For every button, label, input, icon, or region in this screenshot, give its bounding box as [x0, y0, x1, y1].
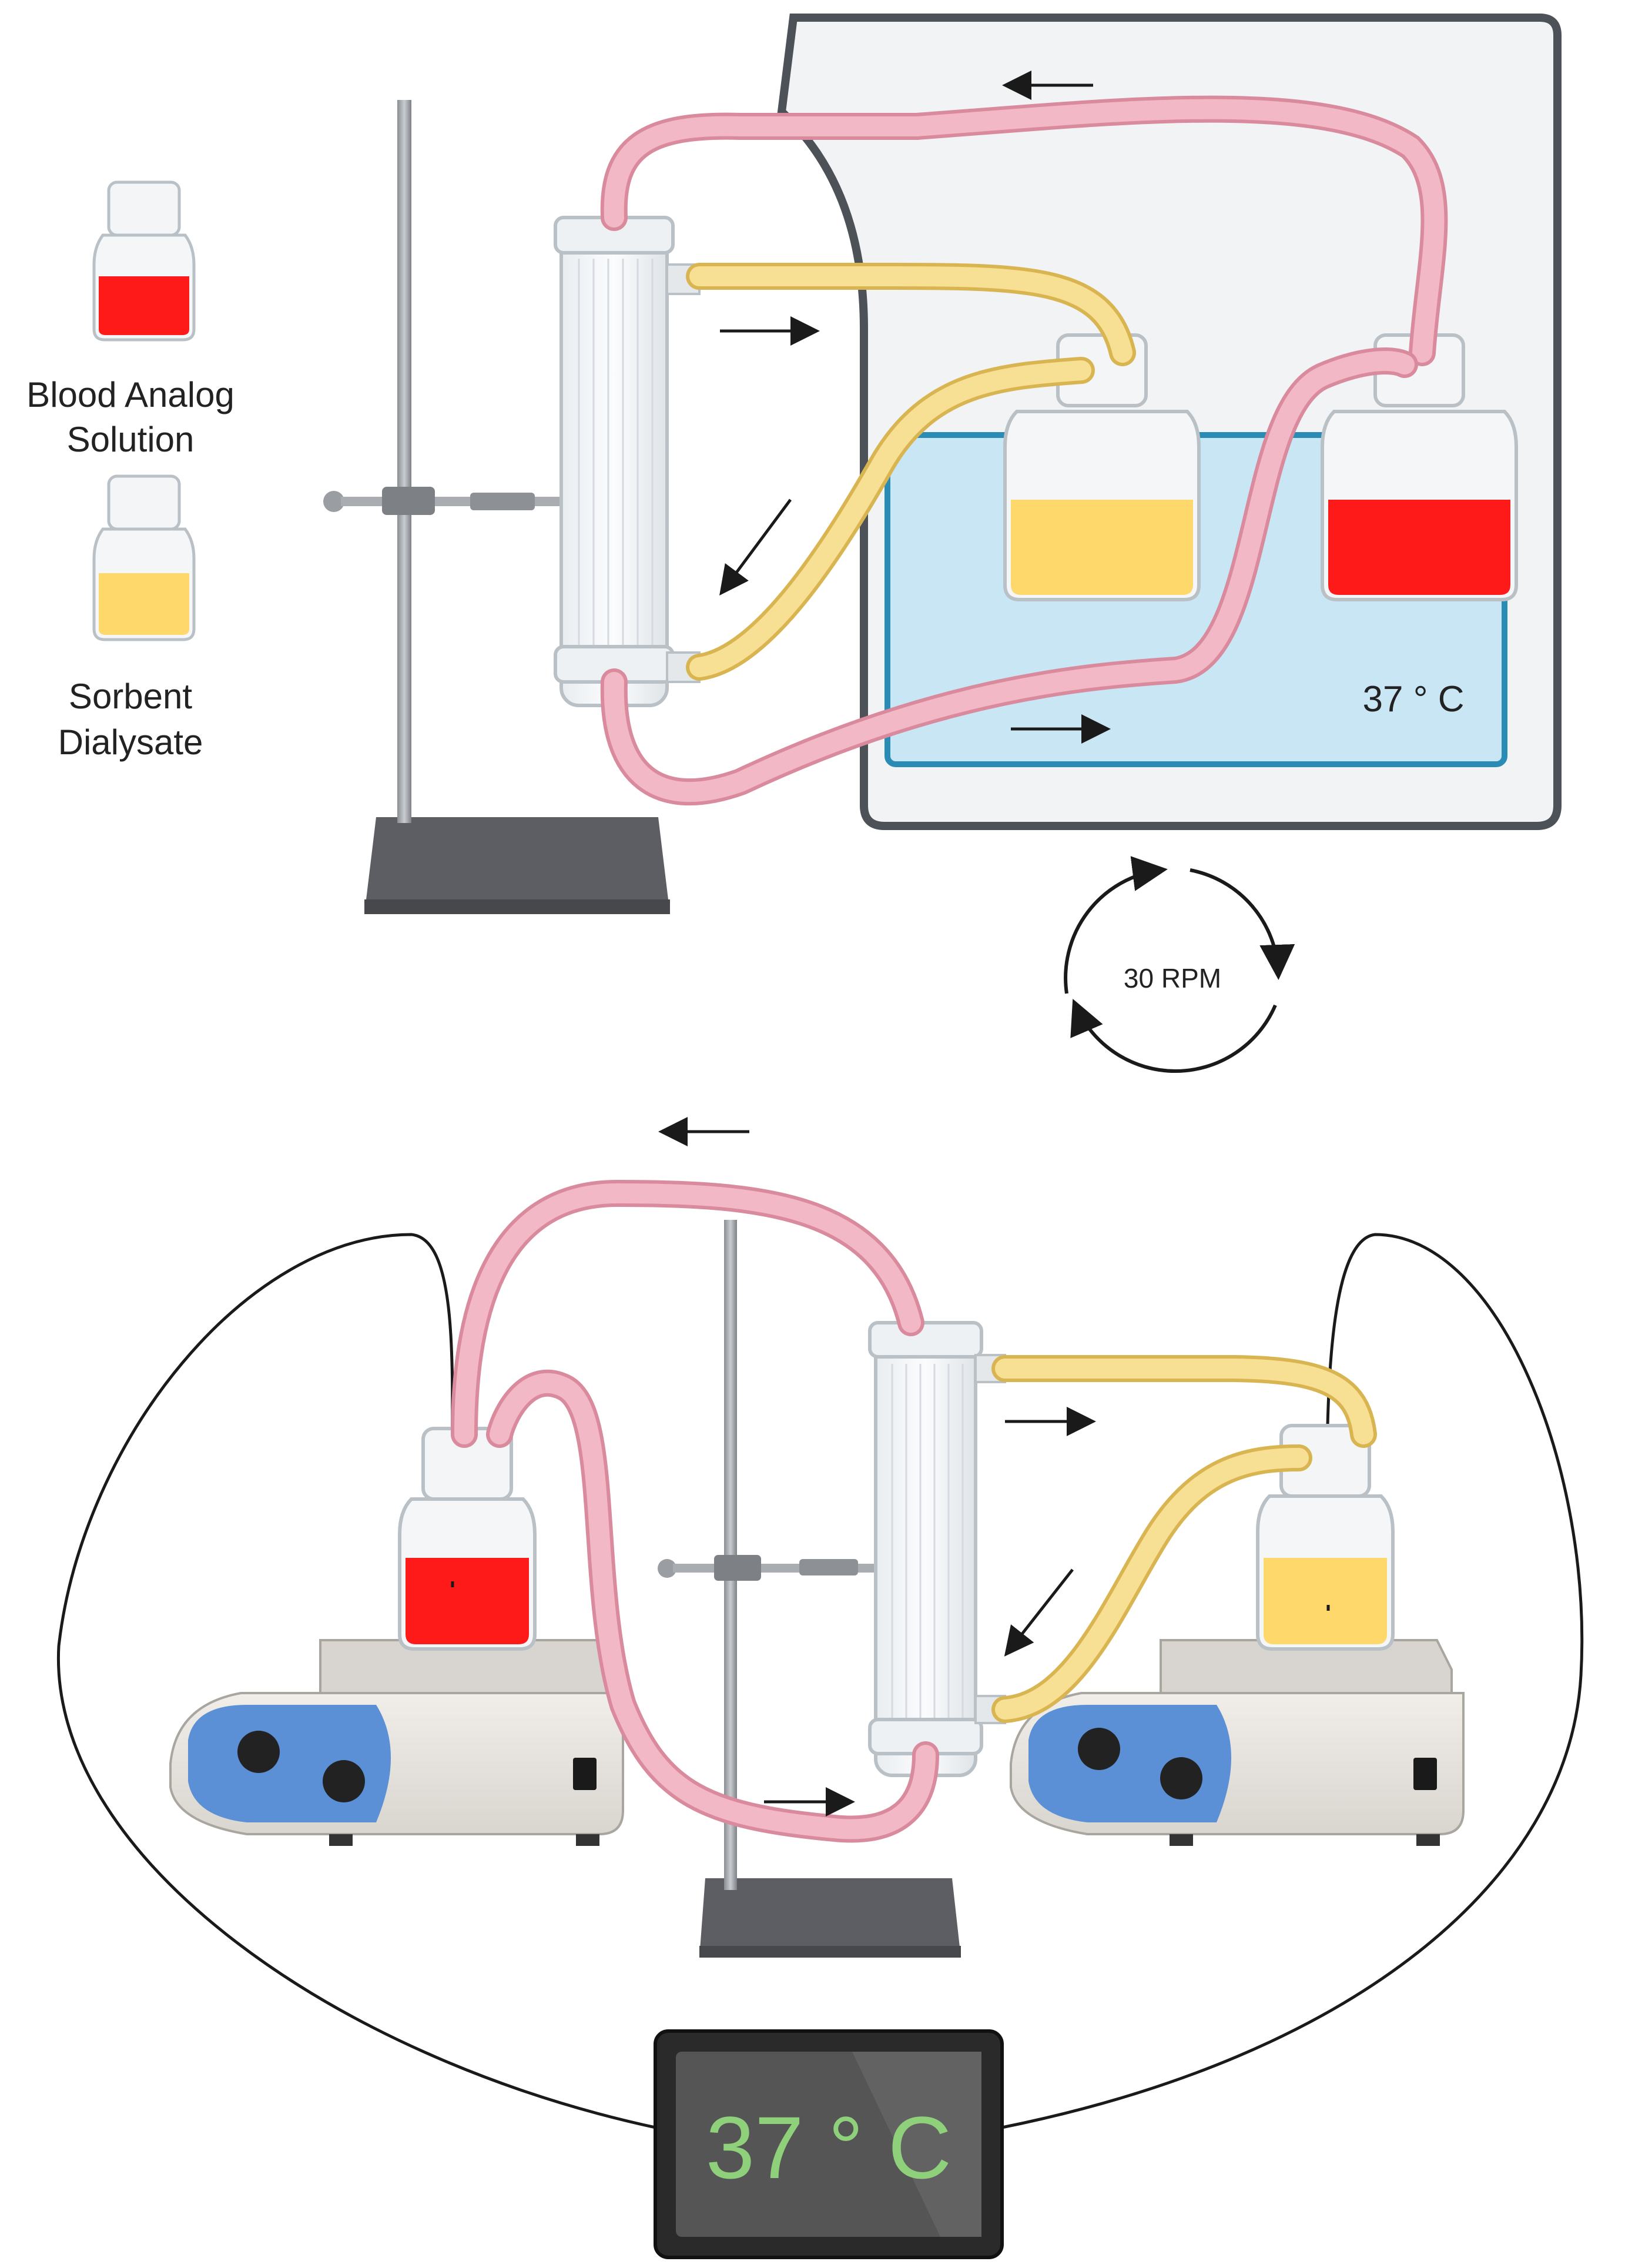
hotplate-icon	[1010, 1639, 1465, 1846]
temperature-display	[654, 2029, 1004, 2259]
flow-arrow-icon	[719, 71, 1111, 744]
rotation-arrow-icon	[1064, 856, 1295, 1073]
bottle-icon	[398, 1427, 537, 1651]
bottle-icon	[1256, 1424, 1395, 1651]
legend-dialysate-bottle	[92, 474, 196, 641]
thermocouple-icon	[56, 1233, 1584, 2130]
dialysate-tubing	[991, 1355, 1377, 1723]
bottle-icon	[1321, 333, 1518, 601]
dialyzer-icon	[554, 216, 701, 707]
legend-dialysate-label: Sorbent	[69, 677, 192, 716]
legend-blood-label: Solution	[67, 420, 195, 459]
legend-blood-label: Blood Analog	[26, 375, 234, 414]
legend-blood-bottle	[92, 180, 196, 342]
thermocouple-icon	[451, 1581, 1330, 1611]
dialysate-tubing	[686, 263, 1136, 681]
legend-dialysate-label: Dialysate	[58, 722, 203, 762]
hotplate-icon	[169, 1639, 624, 1846]
stand-icon	[364, 100, 670, 914]
rotation-speed-label: 30 RPM	[1124, 963, 1221, 993]
display-temperature-readout: 37 ° C	[706, 2098, 952, 2197]
bath-temperature-label: 37 ° C	[1363, 679, 1465, 720]
flow-arrow-icon	[658, 1117, 1096, 1817]
blood-tubing	[600, 95, 1448, 806]
dialyzer-icon	[868, 1321, 1006, 1777]
stand-icon	[699, 1220, 961, 1958]
blood-tubing	[451, 1179, 939, 1843]
